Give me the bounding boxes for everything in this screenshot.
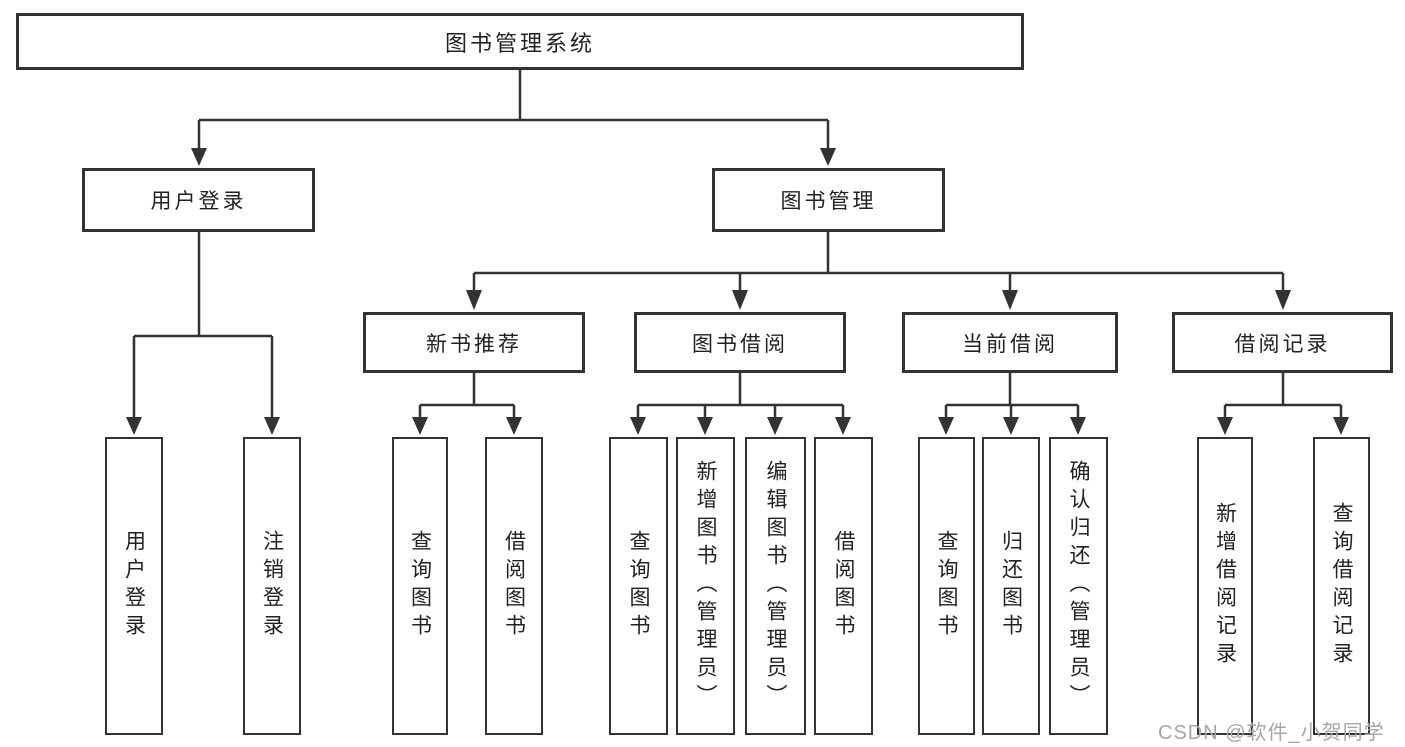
node-leaf-query-book: 查询图书	[609, 437, 668, 735]
node-leaf-query-book: 查询图书	[392, 437, 448, 735]
node-leaf-borrow-book: 借阅图书	[814, 437, 873, 735]
node-new-book-recommend: 新书推荐	[363, 312, 585, 373]
node-leaf-confirm-return-admin: 确认归还（管理员）	[1049, 437, 1108, 735]
node-leaf-query-borrow-record: 查询借阅记录	[1313, 437, 1370, 735]
node-book-management: 图书管理	[712, 168, 945, 232]
node-leaf-user-login: 用户登录	[105, 437, 163, 735]
node-leaf-edit-book-admin: 编辑图书（管理员）	[745, 437, 806, 735]
node-system-root: 图书管理系统	[16, 13, 1024, 70]
node-leaf-add-borrow-record: 新增借阅记录	[1197, 437, 1253, 735]
node-current-borrowing: 当前借阅	[902, 312, 1118, 373]
csdn-watermark: CSDN @软件_小贺同学	[1158, 722, 1385, 744]
node-leaf-query-book: 查询图书	[918, 437, 975, 735]
node-leaf-borrow-book: 借阅图书	[485, 437, 543, 735]
node-borrowing-records: 借阅记录	[1172, 312, 1393, 373]
node-leaf-return-book: 归还图书	[982, 437, 1040, 735]
node-book-borrowing: 图书借阅	[634, 312, 846, 373]
node-leaf-logout: 注销登录	[243, 437, 301, 735]
node-user-login: 用户登录	[82, 168, 315, 232]
node-leaf-add-book-admin: 新增图书（管理员）	[676, 437, 735, 735]
